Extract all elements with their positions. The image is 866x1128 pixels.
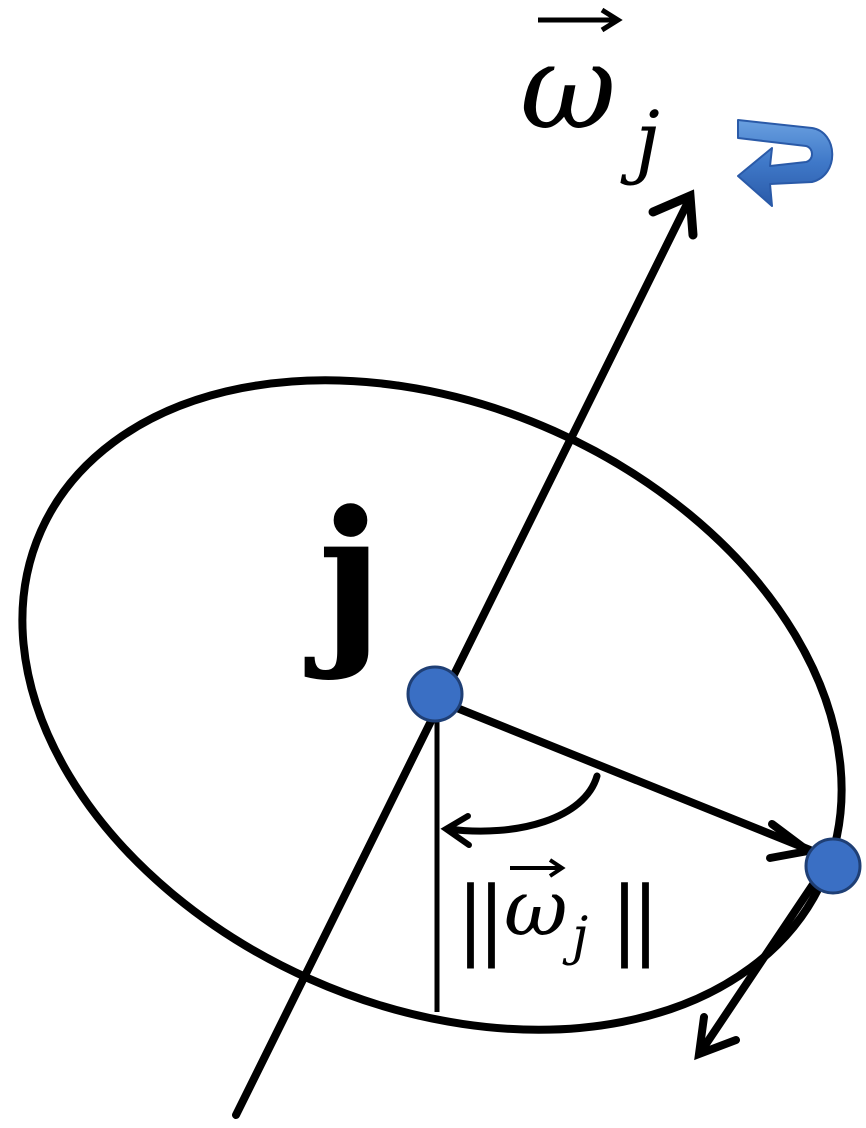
angle-arc: [444, 772, 601, 835]
tangent-arrowhead: [694, 1013, 740, 1061]
axis-arrowhead: [648, 189, 698, 240]
axis-label-symbol: ω: [520, 18, 616, 156]
radius-vector-line: [433, 696, 814, 854]
rotation-axis-line: [232, 198, 692, 1119]
rim-point: [804, 837, 862, 895]
angle-label-open-bars: ||: [456, 869, 498, 969]
angle-label-vector-arrow: [510, 858, 566, 878]
angle-label-close-bars: ||: [610, 869, 652, 969]
angle-label-symbol: ω: [504, 864, 568, 954]
axis-label-subscript: j: [620, 94, 660, 187]
axis-label-vector-arrow: [538, 7, 623, 33]
body-label: j: [304, 472, 383, 683]
angle-arc-arrowhead: [440, 813, 472, 848]
axis-label: ω j: [520, 7, 660, 187]
center-point: [406, 665, 464, 723]
angle-label: || ω j ||: [456, 858, 660, 969]
tangent-velocity-line: [698, 861, 830, 1054]
radius-arrowhead: [766, 820, 818, 862]
curved-rotation-arrow-icon: [737, 119, 834, 207]
